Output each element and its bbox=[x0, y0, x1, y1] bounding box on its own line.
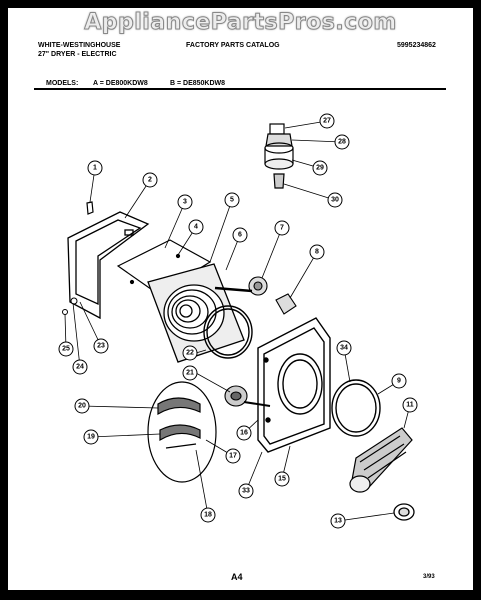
callout-4: 4 bbox=[194, 224, 198, 231]
revision-date: 3/93 bbox=[423, 574, 435, 580]
brand-title: WHITE-WESTINGHOUSE bbox=[38, 42, 121, 49]
drum-seal bbox=[203, 305, 253, 359]
lint-duct bbox=[349, 427, 413, 493]
callout-25: 25 bbox=[62, 346, 70, 353]
callout-3: 3 bbox=[183, 199, 187, 206]
callout-34: 34 bbox=[340, 345, 348, 352]
catalog-title: FACTORY PARTS CATALOG bbox=[186, 42, 280, 49]
front-bulkhead bbox=[257, 317, 331, 453]
callout-circles bbox=[58, 113, 418, 529]
bracket-clip bbox=[86, 201, 94, 215]
callout-8: 8 bbox=[315, 249, 319, 256]
models-label: MODELS: bbox=[46, 80, 79, 87]
screws bbox=[62, 297, 78, 315]
motor-assembly bbox=[264, 123, 294, 189]
callout-1: 1 bbox=[93, 165, 97, 172]
callout-28: 28 bbox=[338, 139, 346, 146]
door-switch bbox=[224, 385, 271, 407]
callout-9: 9 bbox=[397, 378, 401, 385]
callout-2: 2 bbox=[148, 177, 152, 184]
page-number: A4 bbox=[231, 572, 243, 582]
magnified-detail bbox=[147, 381, 217, 483]
model-a: A = DE800KDW8 bbox=[93, 80, 148, 87]
thermostats bbox=[214, 276, 297, 315]
watermark-text: AppliancePartsPros.com bbox=[84, 10, 397, 36]
callout-18: 18 bbox=[204, 512, 212, 519]
callout-15: 15 bbox=[278, 476, 286, 483]
callout-29: 29 bbox=[316, 165, 324, 172]
callout-7: 7 bbox=[280, 225, 284, 232]
callout-numbers: 1 2 3 4 5 6 7 8 9 11 13 15 16 17 18 19 2… bbox=[62, 118, 414, 525]
model-b: B = DE850KDW8 bbox=[170, 80, 226, 87]
callout-24: 24 bbox=[76, 364, 84, 371]
callout-20: 20 bbox=[78, 403, 86, 410]
callout-33: 33 bbox=[242, 488, 250, 495]
callout-17: 17 bbox=[229, 453, 237, 460]
callout-16: 16 bbox=[240, 430, 248, 437]
rear-bulkhead bbox=[147, 263, 245, 363]
callout-22: 22 bbox=[186, 350, 194, 357]
duct-ring bbox=[393, 503, 415, 521]
callout-5: 5 bbox=[230, 197, 234, 204]
callout-11: 11 bbox=[406, 402, 414, 409]
callout-13: 13 bbox=[334, 518, 342, 525]
callout-30: 30 bbox=[331, 197, 339, 204]
callout-27: 27 bbox=[323, 118, 331, 125]
callout-21: 21 bbox=[186, 370, 194, 377]
felt-seal bbox=[331, 379, 381, 437]
header-divider bbox=[34, 88, 446, 90]
callout-23: 23 bbox=[97, 343, 105, 350]
product-title: 27" DRYER - ELECTRIC bbox=[38, 51, 117, 58]
callout-19: 19 bbox=[87, 434, 95, 441]
catalog-number: 5995234862 bbox=[397, 42, 436, 49]
rear-panel bbox=[67, 211, 150, 320]
callout-6: 6 bbox=[238, 232, 242, 239]
